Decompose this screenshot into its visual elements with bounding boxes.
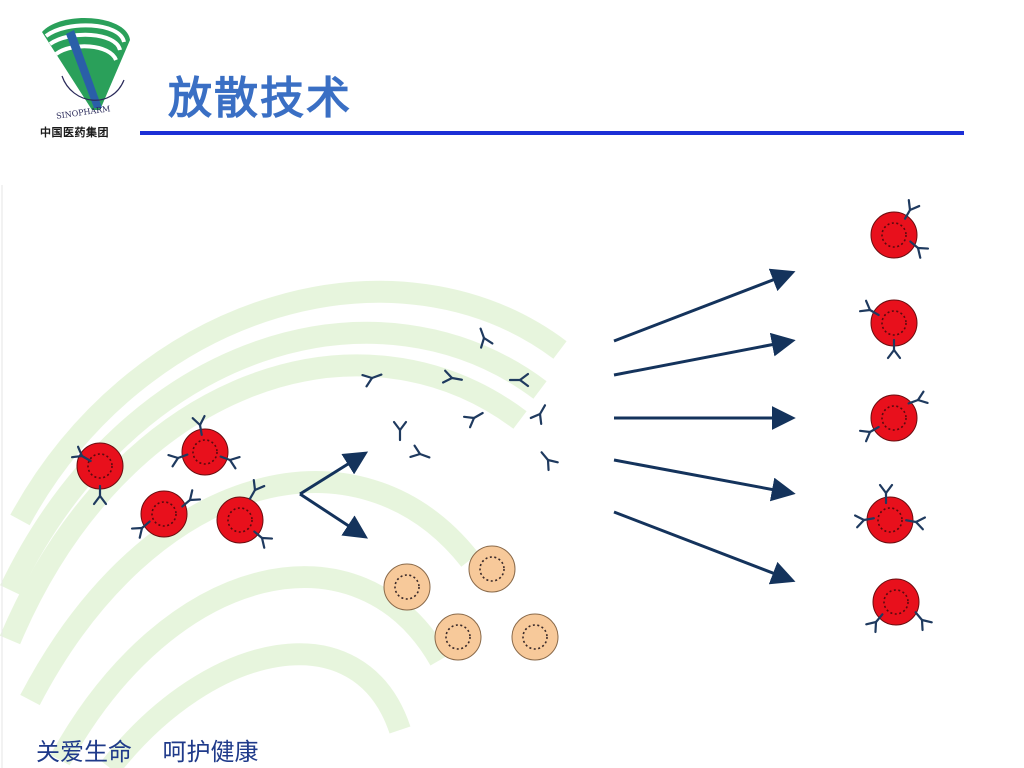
arrow-5 [613,510,796,585]
antibody-icon [392,420,408,442]
red-cell [140,490,188,538]
red-cell [216,496,264,544]
title-underline [140,131,964,135]
plain-cell [511,613,559,661]
plain-cell [468,545,516,593]
slide-title: 放散技术 [168,73,352,124]
fan-arrows [613,268,796,585]
split-arrows [299,451,369,539]
red-cell [181,428,229,476]
logo-company-text: 中国医药集团 [40,126,109,139]
recoated-cell-column [853,198,933,634]
slide-footer-slogan: 关爱生命 呵护健康 [36,738,259,766]
arrow-up [299,451,369,496]
arrow-down [299,492,369,539]
antibody-icon [361,367,385,388]
red-cell [870,211,918,259]
antibody-icon [508,372,530,388]
plain-cell [434,613,482,661]
antibody-icon [473,325,494,349]
sinopharm-logo-icon [42,18,130,111]
arrow-1 [613,268,796,343]
antibody-icon [529,401,552,426]
plain-cell [383,563,431,611]
free-antibody-cluster [361,325,559,472]
sensitized-cell-group-left [70,414,274,549]
antibody-icon [409,444,433,465]
red-cell [76,442,124,490]
arrow-2 [613,332,796,377]
antibody-icon [462,406,487,429]
antibody-icon [441,369,464,387]
antibody-icon [535,447,559,472]
plain-cell-group [383,545,559,661]
arrow-4 [613,458,796,502]
